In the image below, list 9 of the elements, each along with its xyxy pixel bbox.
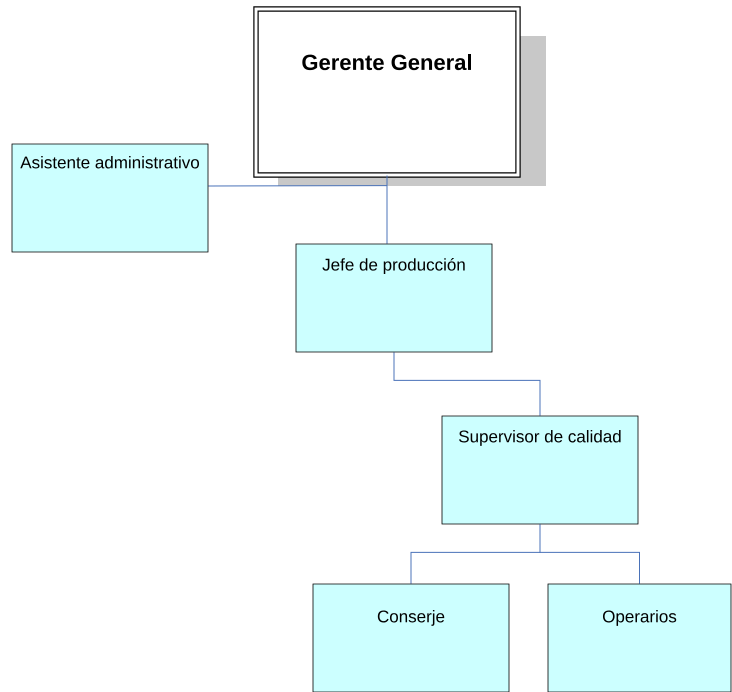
position-box: Jefe de producción xyxy=(296,244,492,352)
connector-line xyxy=(540,524,640,584)
connector-line xyxy=(386,175,388,244)
position-box: Operarios xyxy=(548,584,732,692)
title-box: Gerente General xyxy=(253,6,546,186)
position-box: Supervisor de calidad xyxy=(442,416,638,524)
position-box: Asistente administrativo xyxy=(12,144,208,252)
connector-line xyxy=(394,352,540,416)
position-box: Conserje xyxy=(312,584,510,692)
